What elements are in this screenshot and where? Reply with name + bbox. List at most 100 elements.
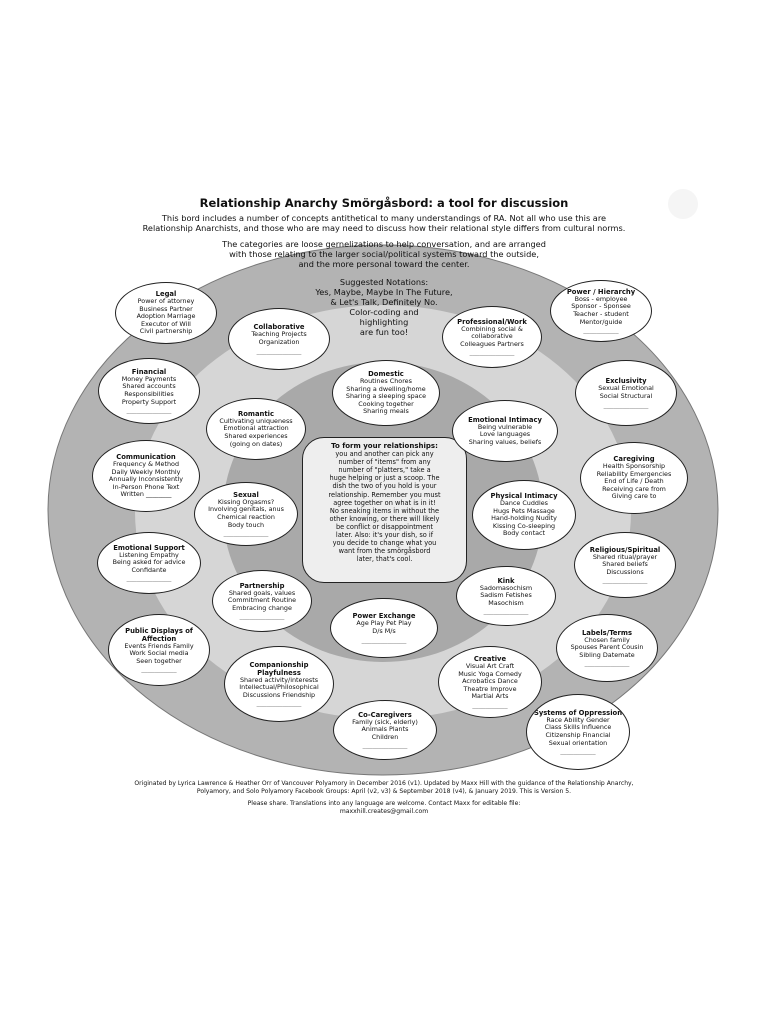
bubble-item: Involving genitals, anus [208,505,284,514]
bubble-title: Partnership [239,581,285,590]
bubble-item: Written ________ [120,490,172,499]
bubble-item: Health Sponsorship [602,462,666,471]
bubble-item: In-Person Phone Text [112,482,180,491]
bubble-item: Events Friends Family [124,641,194,650]
corner-circle-mark [668,189,698,219]
bubble-blank-line: ______________ [126,406,172,415]
bubble-item: Family (sick, elderly) [352,717,418,726]
bubble-item: Masochism [488,598,524,607]
bubble-title: Creative [473,655,507,664]
bubble-title: Systems of Oppression [533,708,623,717]
bubble-item: Sharing meals [363,407,409,416]
bubble-item: Receiving care from [602,484,666,493]
bubble-item: Annually Inconsistently [108,475,184,484]
bubble-item: Reliability Emergencies [596,469,672,478]
bubble-item: Sharing values, beliefs [468,437,542,446]
bubble-blank-line: ___________ [560,747,596,756]
bubble-title: Domestic [368,370,404,379]
bubble-blank-line: ______________ [362,741,408,750]
bubble-blank-line: ______________ [483,607,529,616]
bubble-item: Shared beliefs [602,560,648,569]
bubble-item: Confidante [131,565,167,574]
bubble-item: Sibling Datemate [579,650,635,659]
bubble-item: Body touch [227,520,265,529]
bubble-item: Teacher - student [573,310,629,318]
bubble-item: Chosen family [584,635,630,644]
bubble-item: Shared goals, values [228,588,296,597]
bubble-item: Kissing Orgasms? [217,497,275,506]
bubble-item: Power of attorney [137,297,195,306]
bubble-item: Organization [258,338,300,346]
bubble-title: Co-Caregivers [358,710,412,719]
bubble-blank-line: ______________ [361,635,407,644]
bubble-item: Routines Chores [360,377,412,386]
bubble-item: Children [371,732,399,741]
bubble-title: Romantic [237,409,275,418]
bubble-item: Civil partnership [139,327,193,336]
bubble-item: Work Social media [129,649,189,658]
arrangement-text: The categories are loose gernelizations … [222,239,546,269]
bubble-item: Giving care to [611,492,657,501]
bubble-item: Body contact [502,529,546,538]
bubble-item: Daily Weekly Monthly [111,467,181,476]
bubble-item: Listening Empathy [119,550,179,559]
contact-note: Please share. Translations into any lang… [247,800,521,815]
bubble-item: Responsibilities [124,390,174,398]
bubble-item: Frequency & Method [112,460,180,469]
bubble-item: Visual Art Craft [465,662,515,671]
bubble-item: Sadomasochism [479,583,533,592]
bubble-title: Collaborative [253,323,305,332]
bubble-blank-line: ___________ [141,665,177,674]
bubble-item: Spouses Parent Cousin [570,643,644,652]
bubble-blank-line: ______________ [584,659,630,668]
bubble-item: Shared activity/interests [239,675,319,684]
bubble-item: Discussions Friendship [242,690,316,699]
bubble-title: Professional/Work [457,317,527,326]
page-title: Relationship Anarchy Smörgåsbord: a tool… [199,196,569,210]
bubble-item: Kissing Co-sleeping [492,521,556,530]
bubble-item: Intellectual/Philosophical [239,683,319,692]
bubble-blank-line: ______________ [603,400,649,409]
bubble-item: Martial Arts [471,692,509,701]
bubble-item: Combining social & [461,324,523,333]
bubble-item: Citizenship Financial [545,731,611,739]
bubble-title: Caregiving [613,455,655,464]
bubble-item: Race Ability Gender [546,715,610,724]
bubble-item: Seen together [136,656,182,665]
bubble-item: End of Life / Death [604,477,664,486]
bubble-item: Chemical reaction [217,513,275,521]
bubble-item: Sadism Fetishes [480,591,532,600]
bubble-blank-line: ___________ [583,326,619,335]
bubble-blank-line: ______________ [239,612,285,621]
bubble-title: Sexual [233,490,259,499]
bubble-item: Music Yoga Comedy [458,669,522,678]
bubble-item: Being vulnerable [477,422,533,431]
bubble-blank-line: ______________ [469,348,515,357]
bubble-blank-line: ______________ [256,699,302,708]
bubble-item: Class Skills Influence [544,723,612,732]
bubble-title: Emotional Support [113,543,185,552]
bubble-item: Love languages [479,430,531,439]
bubble-item: Discussions [606,567,644,576]
bubble-item: Theatre Improve [463,684,517,693]
bubble-item: Shared experiences [224,432,288,440]
bubble-title: Exclusivity [605,377,647,386]
bubble-item: Social Structural [599,392,653,400]
bubble-item: Shared accounts [122,382,176,391]
bubble-item: collaborative [471,332,513,341]
bubble-item: Sexual orientation [548,738,608,747]
